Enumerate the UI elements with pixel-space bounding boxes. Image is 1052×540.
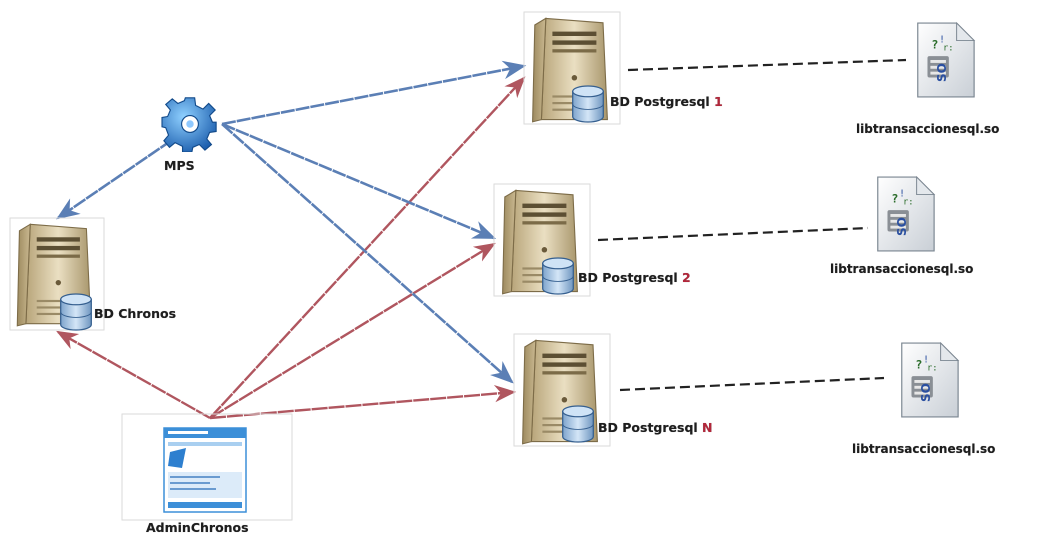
lib2-label: libtransaccionesql.so	[830, 262, 974, 276]
admin-to-pg2-arrow	[209, 242, 496, 420]
database-cylinder-icon	[542, 257, 574, 295]
pg-name: BD Postgresql	[598, 420, 698, 435]
mps-to-pg1-arrow	[221, 60, 527, 126]
pg2-frame	[493, 183, 591, 297]
so-badge: SO	[895, 217, 909, 236]
mps-to-pg2-arrow	[221, 122, 497, 240]
chronos-label: BD Chronos	[94, 306, 177, 321]
shared-library-file-icon	[901, 342, 959, 418]
application-window-icon	[163, 427, 247, 513]
library-links	[597, 58, 907, 392]
lib1-label: libtransaccionesql.so	[856, 122, 1000, 136]
shared-library-file-icon	[917, 22, 975, 98]
pg1-frame	[523, 11, 621, 125]
so-badge: SO	[935, 63, 949, 82]
admin-to-chronos-arrow	[56, 330, 211, 420]
pg2-to-lib-line	[597, 226, 869, 242]
admin-links	[56, 76, 526, 420]
lib3-label: libtransaccionesql.so	[852, 442, 996, 456]
pg1-label: BD Postgresql 1	[610, 94, 723, 109]
pg-number: 2	[682, 270, 691, 285]
pgN-frame	[513, 333, 611, 447]
admin-label: AdminChronos	[146, 520, 249, 535]
admin-to-pg1-arrow	[209, 76, 526, 419]
chronos-frame	[9, 217, 105, 331]
pg2-label: BD Postgresql 2	[578, 270, 691, 285]
pg-name: BD Postgresql	[610, 94, 710, 109]
mps-to-pgN-arrow	[221, 123, 514, 384]
gear-icon	[161, 97, 217, 152]
mps-label: MPS	[164, 158, 195, 173]
admin-frame	[121, 413, 293, 521]
database-cylinder-icon	[60, 293, 92, 331]
mps-to-chronos-arrow	[56, 138, 173, 220]
pg-name: BD Postgresql	[578, 270, 678, 285]
mps-links	[56, 60, 527, 384]
pgN-to-lib-line	[619, 376, 885, 392]
pg-number: 1	[714, 94, 723, 109]
database-cylinder-icon	[562, 405, 594, 443]
shared-library-file-icon	[877, 176, 935, 252]
database-cylinder-icon	[572, 85, 604, 123]
pg-number: N	[702, 420, 713, 435]
pg1-to-lib-line	[627, 58, 907, 72]
pgN-label: BD Postgresql N	[598, 420, 713, 435]
so-badge: SO	[919, 383, 933, 402]
